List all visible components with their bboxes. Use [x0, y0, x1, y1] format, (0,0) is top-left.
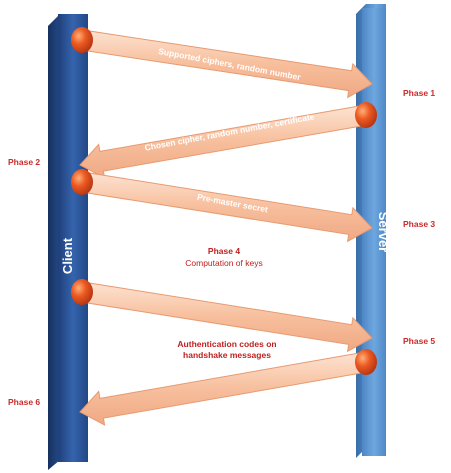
dot-chosen-cipher: [355, 102, 377, 128]
dot-client-finished: [71, 279, 93, 305]
arrow-server-finished: [79, 351, 369, 426]
message-origin-dots: [71, 27, 377, 375]
message-arrows: [79, 29, 373, 426]
phase-1-label: Phase 1: [403, 88, 435, 98]
phase-3-label: Phase 3: [403, 219, 435, 229]
phase-6-label: Phase 6: [8, 397, 40, 407]
arrow-chosen-cipher: [79, 104, 369, 179]
arrow-pre-master-secret: [79, 171, 373, 243]
phase-2-label: Phase 2: [8, 157, 40, 167]
server-label: Server: [376, 212, 391, 252]
arrow-supported-ciphers: [79, 29, 373, 99]
phase-4-detail: Computation of keys: [185, 258, 262, 268]
dot-server-finished: [355, 349, 377, 375]
arrow-client-finished: [79, 281, 373, 353]
auth-note-line1: Authentication codes on: [177, 339, 276, 349]
client-pillar: Client: [48, 14, 88, 470]
dot-pre-master-secret: [71, 169, 93, 195]
auth-note-line2: handshake messages: [183, 350, 271, 360]
client-label: Client: [60, 237, 75, 274]
phase-5-label: Phase 5: [403, 336, 435, 346]
dot-supported-ciphers: [71, 27, 93, 53]
phase-4-label: Phase 4: [208, 246, 240, 256]
